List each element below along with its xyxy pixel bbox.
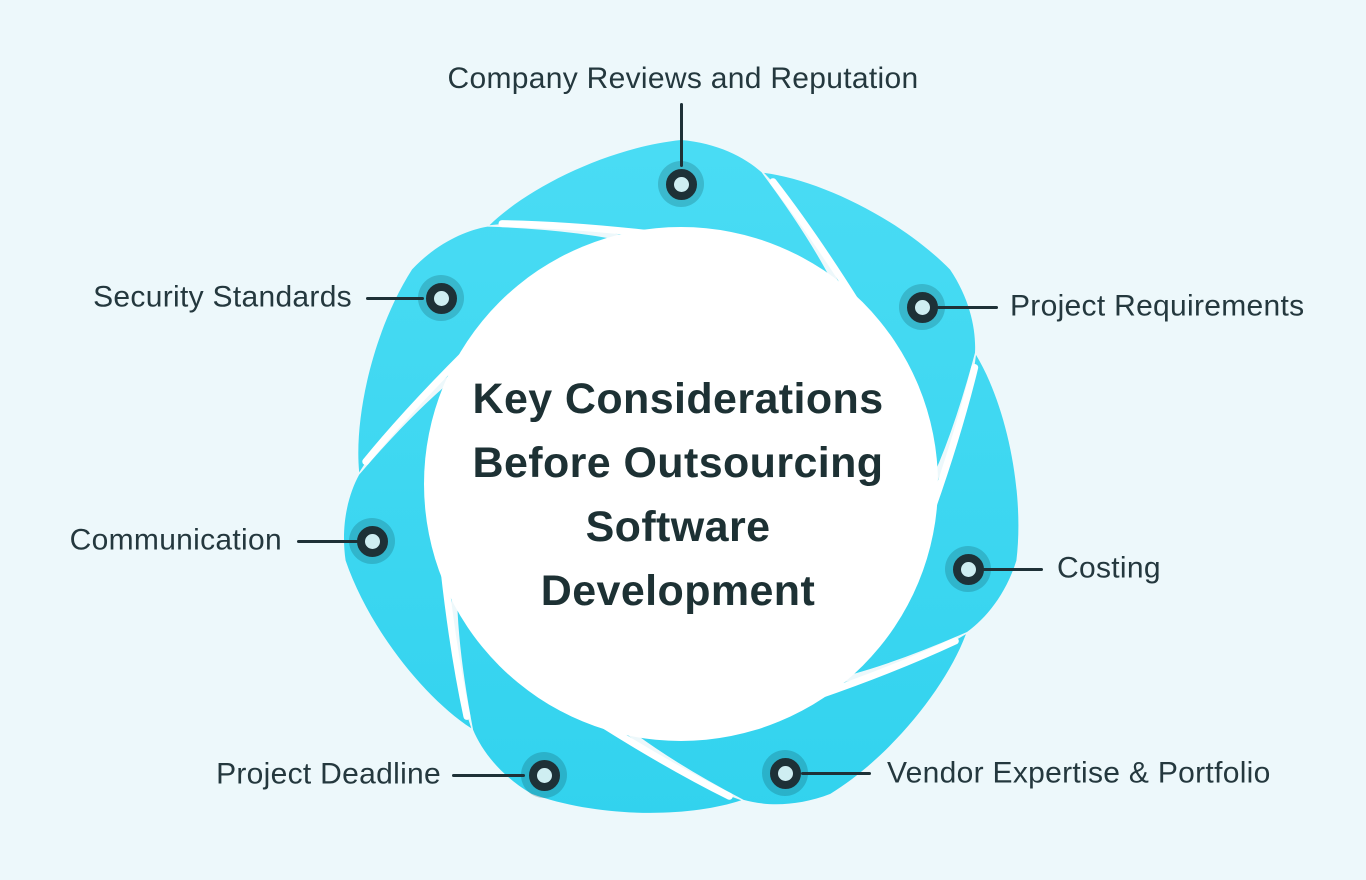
connector-line bbox=[366, 296, 424, 300]
connector-line bbox=[452, 773, 525, 777]
connector-line bbox=[679, 103, 683, 167]
marker-ring bbox=[769, 757, 801, 789]
marker-ring bbox=[356, 525, 388, 557]
marker-dot bbox=[349, 518, 395, 564]
connector-line bbox=[801, 771, 871, 775]
connector-line bbox=[982, 567, 1043, 571]
title-line: Development bbox=[540, 567, 816, 615]
marker-ring bbox=[425, 282, 457, 314]
title-line: Software bbox=[585, 503, 771, 551]
label-project-deadline: Project Deadline bbox=[216, 757, 441, 791]
title-line: Key Considerations bbox=[472, 375, 884, 423]
label-communication: Communication bbox=[69, 523, 282, 557]
marker-dot bbox=[762, 750, 808, 796]
center-title: Key Considerations Before Outsourcing So… bbox=[472, 367, 883, 623]
marker-dot bbox=[521, 752, 567, 798]
marker-ring bbox=[952, 553, 984, 585]
marker-dot bbox=[418, 275, 464, 321]
label-security-standards: Security Standards bbox=[93, 280, 352, 314]
marker-ring bbox=[906, 291, 938, 323]
marker-ring bbox=[528, 759, 560, 791]
title-line: Before Outsourcing bbox=[472, 439, 884, 487]
label-vendor-expertise-portfolio: Vendor Expertise & Portfolio bbox=[887, 756, 1271, 790]
marker-ring bbox=[665, 168, 697, 200]
label-project-requirements: Project Requirements bbox=[1010, 289, 1305, 323]
marker-dot bbox=[658, 161, 704, 207]
connector-line bbox=[937, 305, 998, 309]
connector-line bbox=[297, 539, 358, 543]
label-costing: Costing bbox=[1057, 551, 1161, 585]
label-company-reviews-reputation: Company Reviews and Reputation bbox=[447, 62, 919, 95]
